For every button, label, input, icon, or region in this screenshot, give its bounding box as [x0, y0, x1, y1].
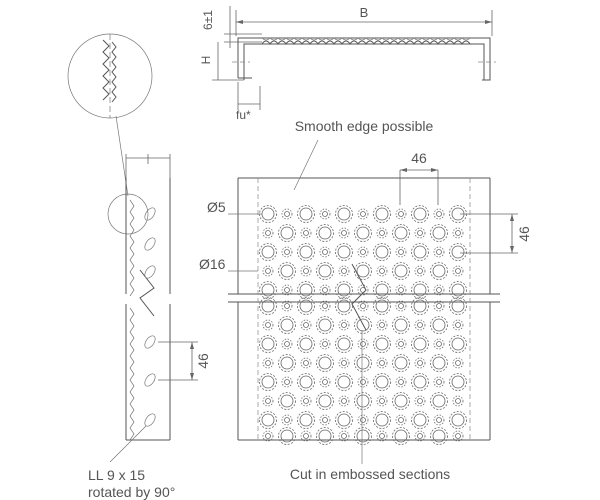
height-label: H	[199, 56, 213, 65]
slot-spec-line2: rotated by 90°	[88, 484, 175, 500]
pitch-right-label: 46	[516, 226, 532, 242]
detail-circle	[67, 33, 153, 235]
hole-small-label: Ø5	[207, 199, 226, 215]
plan-view: Smooth edge possible 46 46 Ø5 Ø16 Cut in…	[199, 118, 532, 482]
side-view: 46 LL 9 x 15 rotated by 90°	[88, 154, 211, 500]
slot-pitch-label: 46	[195, 353, 211, 369]
cut-note-label: Cut in embossed sections	[290, 466, 450, 482]
slot-spec-line1: LL 9 x 15	[88, 467, 145, 483]
width-label: B	[360, 5, 369, 20]
flange-label: fu*	[236, 108, 251, 122]
pitch-top-label: 46	[411, 150, 427, 166]
hole-large-label: Ø16	[199, 256, 226, 272]
hole-pattern	[259, 205, 467, 445]
thickness-label: 6±1	[201, 10, 215, 30]
smooth-edge-label: Smooth edge possible	[295, 118, 434, 134]
cross-section-view: B 6±1 H fu*	[199, 5, 496, 122]
